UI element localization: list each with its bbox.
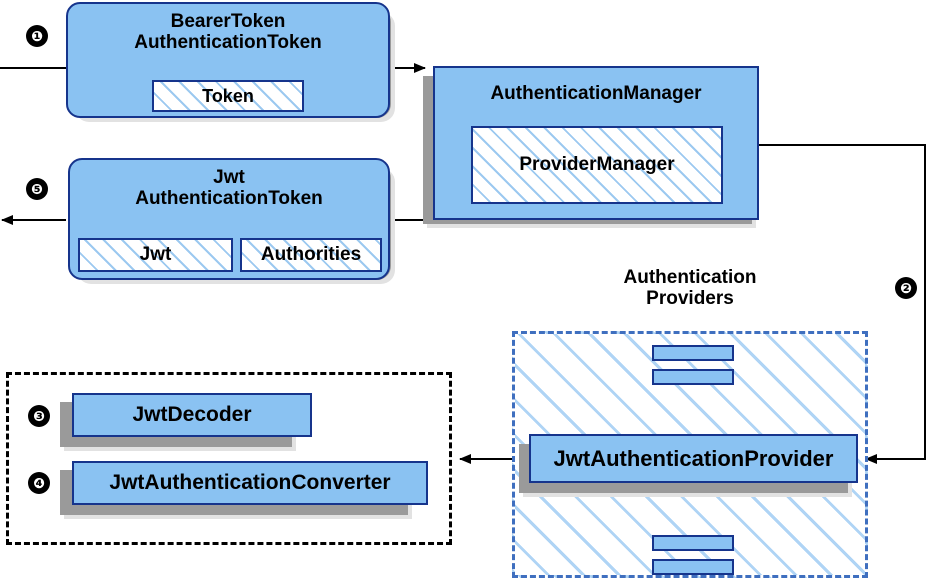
marker-2-label: ❷: [900, 280, 912, 296]
slot-jwt-label: Jwt: [139, 244, 172, 265]
node-bearer-token-title: BearerToken AuthenticationToken: [134, 11, 322, 53]
slot-authorities: Authorities: [240, 238, 382, 272]
slot-authorities-label: Authorities: [260, 244, 362, 265]
provider-stack-bar-bottom-2: [652, 559, 734, 575]
marker-3: ❸: [28, 405, 50, 427]
slot-provider-manager: ProviderManager: [471, 126, 723, 204]
node-jwt-authentication-provider[interactable]: JwtAuthenticationProvider: [529, 434, 858, 483]
node-jwt-decoder-label: JwtDecoder: [132, 403, 252, 426]
slot-token-label: Token: [202, 85, 254, 106]
node-authentication-manager-title: AuthenticationManager: [490, 83, 702, 104]
marker-4-label: ❹: [33, 475, 45, 491]
marker-5-label: ❺: [31, 181, 43, 197]
marker-1-label: ❶: [31, 28, 43, 44]
node-jwt-authentication-token[interactable]: Jwt AuthenticationToken Jwt Authorities: [68, 158, 390, 280]
provider-stack-bar-top-2: [652, 369, 734, 385]
provider-stack-bar-top-1: [652, 345, 734, 361]
node-jwt-token-title: Jwt AuthenticationToken: [135, 167, 323, 209]
marker-5: ❺: [26, 178, 48, 200]
marker-4: ❹: [28, 472, 50, 494]
jwt-support-group: [6, 372, 452, 545]
marker-1: ❶: [26, 25, 48, 47]
provider-stack-bar-bottom-1: [652, 535, 734, 551]
node-jwt-authentication-provider-label: JwtAuthenticationProvider: [553, 445, 834, 471]
marker-3-label: ❸: [33, 408, 45, 424]
slot-token: Token: [152, 80, 304, 112]
slot-jwt: Jwt: [78, 238, 233, 272]
slot-provider-manager-label: ProviderManager: [519, 154, 675, 175]
node-jwt-decoder[interactable]: JwtDecoder: [72, 393, 312, 437]
node-jwt-authentication-converter[interactable]: JwtAuthenticationConverter: [72, 461, 428, 505]
marker-2: ❷: [895, 277, 917, 299]
node-jwt-authentication-converter-label: JwtAuthenticationConverter: [109, 471, 391, 494]
node-authentication-manager[interactable]: AuthenticationManager ProviderManager: [433, 66, 759, 220]
node-bearer-token-authentication-token[interactable]: BearerToken AuthenticationToken Token: [66, 2, 390, 118]
authentication-providers-caption: Authentication Providers: [623, 267, 757, 309]
